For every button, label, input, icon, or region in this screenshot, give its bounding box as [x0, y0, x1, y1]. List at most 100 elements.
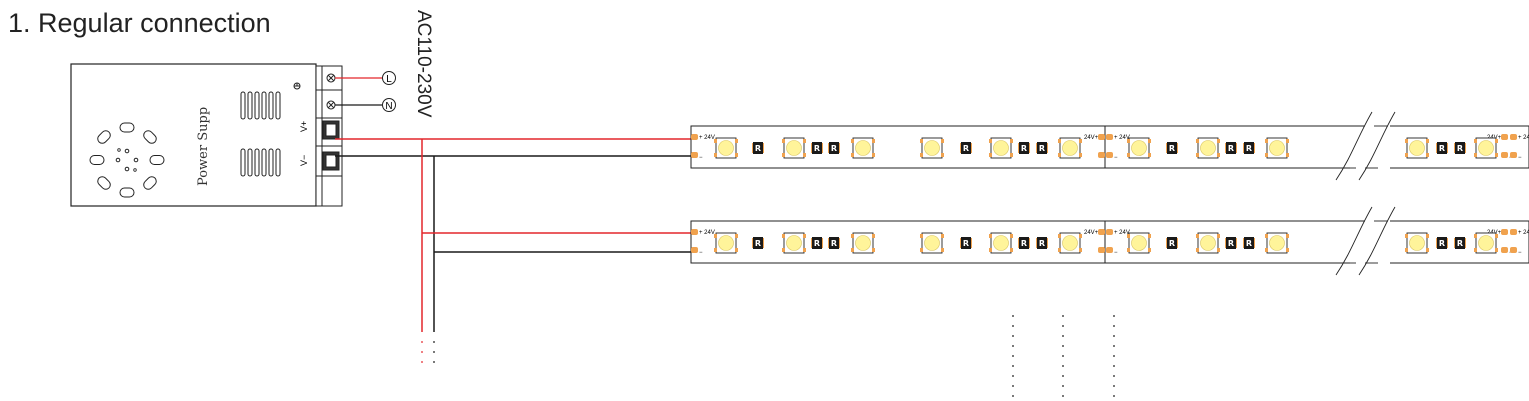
- resistor: [812, 237, 822, 249]
- wiring: [335, 138, 1115, 397]
- led-pad: [1196, 153, 1199, 157]
- resistor-label: R: [1169, 144, 1175, 153]
- led-lens: [924, 235, 940, 251]
- led-pad: [803, 139, 806, 143]
- continuation-dot: [1062, 355, 1064, 357]
- resistor: [961, 142, 971, 154]
- solder-pad-minus: [691, 247, 698, 253]
- continuation-dot: [1113, 385, 1115, 387]
- continuation-dot: [1062, 335, 1064, 337]
- resistor: [1244, 237, 1254, 249]
- led-pad: [1286, 234, 1289, 238]
- led-pad: [851, 248, 854, 252]
- solder-pad-plus: [1510, 229, 1517, 235]
- led-pad: [1286, 248, 1289, 252]
- continuation-dot: [1062, 325, 1064, 327]
- pad-minus-label: −: [1518, 155, 1522, 161]
- pad-plus-label: 24V+: [1084, 135, 1099, 141]
- continuation-dot: [1012, 375, 1014, 377]
- led-pad: [1217, 234, 1220, 238]
- led-lens: [924, 140, 940, 156]
- led-pad: [941, 139, 944, 143]
- led-pad: [714, 153, 717, 157]
- led-lens: [1409, 140, 1425, 156]
- power-supply: Power Supp V+ V−: [70, 63, 396, 207]
- led-pad: [782, 248, 785, 252]
- continuation-dot: [1113, 315, 1115, 317]
- led-pad: [1265, 153, 1268, 157]
- vent-slots-bottom: [240, 148, 281, 177]
- led-pad: [1079, 248, 1082, 252]
- pad-plus-label: + 24V: [699, 135, 715, 141]
- break-curve: [1335, 111, 1373, 181]
- led-pad: [1010, 139, 1013, 143]
- led-pad: [1058, 234, 1061, 238]
- resistor: [1019, 237, 1029, 249]
- led-pad: [872, 153, 875, 157]
- resistor: [1226, 142, 1236, 154]
- resistor-label: R: [1039, 144, 1045, 153]
- led-pad: [803, 248, 806, 252]
- led-lens: [1269, 140, 1285, 156]
- ground-symbol-icon: [293, 82, 301, 90]
- strip-body: [690, 220, 1373, 264]
- continuation-dot: [1062, 385, 1064, 387]
- led-pad: [920, 153, 923, 157]
- led-pad: [941, 153, 944, 157]
- resistor-label: R: [963, 144, 969, 153]
- led-lens: [718, 235, 734, 251]
- continuation-dot: [1062, 375, 1064, 377]
- resistor: [829, 237, 839, 249]
- led-lens: [1200, 235, 1216, 251]
- led-pad: [714, 139, 717, 143]
- led-pad: [920, 139, 923, 143]
- solder-pad-minus: [1106, 152, 1113, 158]
- neutral-marker-label: N: [385, 101, 392, 112]
- pad-plus-label: + 24V: [1518, 230, 1529, 236]
- continuation-dot: [1012, 325, 1014, 327]
- resistor-label: R: [1457, 239, 1463, 248]
- led-lens: [993, 140, 1009, 156]
- resistor-label: R: [1246, 239, 1252, 248]
- solder-pad-plus: [1501, 134, 1508, 140]
- solder-pad-minus: [691, 152, 698, 158]
- led-pad: [1286, 153, 1289, 157]
- solder-pad-minus: [1106, 247, 1113, 253]
- led-pad: [1426, 153, 1429, 157]
- led-pad: [1127, 248, 1130, 252]
- strip-body-end: [1371, 220, 1529, 264]
- break-curve: [1335, 206, 1373, 276]
- resistor: [1455, 142, 1465, 154]
- solder-pad-plus: [1501, 229, 1508, 235]
- resistor: [812, 142, 822, 154]
- resistor-label: R: [814, 144, 820, 153]
- led-lens: [1478, 235, 1494, 251]
- pad-minus-label: −: [1509, 250, 1513, 256]
- solder-pad-plus: [1106, 134, 1113, 140]
- led-pad: [1474, 248, 1477, 252]
- solder-pad-plus: [691, 134, 698, 140]
- resistor: [1455, 237, 1465, 249]
- led-pad: [1426, 139, 1429, 143]
- solder-pad-plus: [691, 229, 698, 235]
- continuation-dot: [1012, 395, 1014, 397]
- led-pad: [851, 153, 854, 157]
- led-pad: [989, 153, 992, 157]
- continuation-dot: [1012, 355, 1014, 357]
- input-voltage-label: AC110-230V: [413, 10, 434, 118]
- resistor: [753, 142, 763, 154]
- led-lens: [1409, 235, 1425, 251]
- pad-plus-label: 24V+: [1084, 230, 1099, 236]
- resistor-label: R: [814, 239, 820, 248]
- resistor: [961, 237, 971, 249]
- led-lens: [718, 140, 734, 156]
- led-pad: [1405, 153, 1408, 157]
- led-lens: [855, 235, 871, 251]
- strip-break-gap: [1350, 218, 1390, 266]
- led-pad: [803, 234, 806, 238]
- led-pad: [1426, 234, 1429, 238]
- led-pad: [714, 248, 717, 252]
- led-pad: [1010, 153, 1013, 157]
